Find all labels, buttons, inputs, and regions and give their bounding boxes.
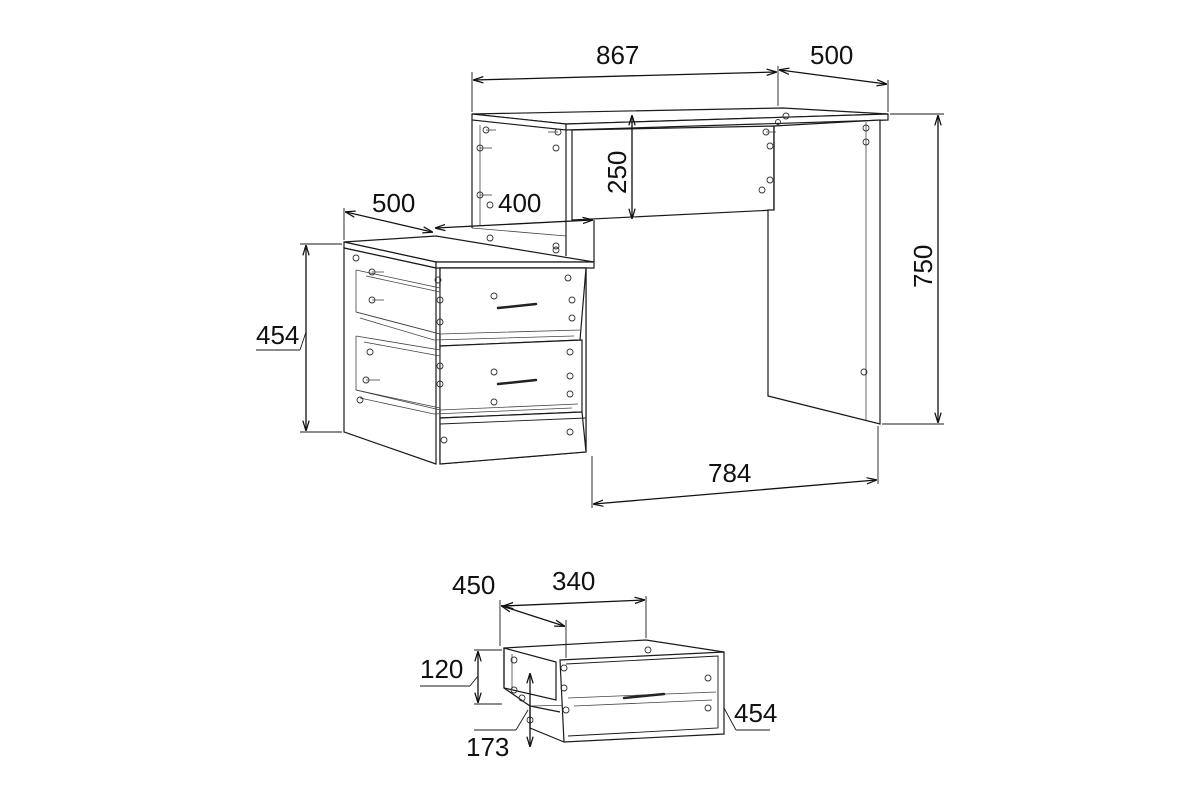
dim-desk-height: 750 bbox=[882, 113, 944, 425]
dim-label-454-drawer: 454 bbox=[734, 698, 777, 728]
desk-left-leg bbox=[471, 120, 567, 256]
dim-leg-span: 784 bbox=[591, 426, 879, 508]
desk-right-leg bbox=[767, 119, 881, 425]
pedestal-drawer-2 bbox=[355, 335, 583, 419]
pedestal-cabinet bbox=[343, 220, 595, 465]
dim-drawer-depth: 450 bbox=[452, 570, 566, 658]
dim-pedestal-height: 454 bbox=[256, 243, 342, 433]
pedestal-drawer-1 bbox=[355, 267, 587, 347]
dim-label-250: 250 bbox=[602, 151, 632, 194]
dim-label-400: 400 bbox=[498, 188, 541, 218]
dim-pedestal-width: 400 bbox=[436, 188, 592, 228]
dim-label-120: 120 bbox=[420, 654, 463, 684]
dim-label-500-desk: 500 bbox=[810, 40, 853, 70]
desk-apron bbox=[566, 125, 775, 221]
dim-drawer-side-height: 120 bbox=[420, 649, 502, 705]
dim-drawer-width: 340 bbox=[504, 566, 647, 638]
drawer-detail-handle bbox=[622, 692, 666, 700]
desk-body bbox=[471, 107, 889, 425]
dim-pedestal-depth: 500 bbox=[343, 188, 432, 240]
drawer-2-handle bbox=[496, 378, 538, 386]
dim-apron-height: 250 bbox=[602, 116, 632, 218]
pedestal-plinth bbox=[439, 411, 587, 465]
dim-desk-depth: 500 bbox=[780, 40, 889, 112]
dim-label-173: 173 bbox=[466, 732, 509, 762]
drawer-detail bbox=[503, 639, 725, 743]
dim-label-750: 750 bbox=[908, 245, 938, 288]
pedestal-side-panel bbox=[343, 247, 437, 465]
desk-fittings bbox=[476, 112, 870, 376]
dim-label-500-pedestal: 500 bbox=[372, 188, 415, 218]
dim-label-784: 784 bbox=[708, 458, 751, 488]
dim-drawer-front-width: 454 bbox=[723, 698, 777, 731]
drawer-1-handle bbox=[496, 302, 538, 310]
dim-label-450: 450 bbox=[452, 570, 495, 600]
pedestal-fittings bbox=[352, 234, 576, 444]
dim-desk-width: 867 bbox=[471, 40, 779, 112]
dim-drawer-front-height: 173 bbox=[466, 674, 530, 762]
dim-label-340: 340 bbox=[552, 566, 595, 596]
dim-label-867: 867 bbox=[596, 40, 639, 70]
dim-label-454-pedestal: 454 bbox=[256, 320, 299, 350]
desk-top bbox=[471, 107, 889, 131]
